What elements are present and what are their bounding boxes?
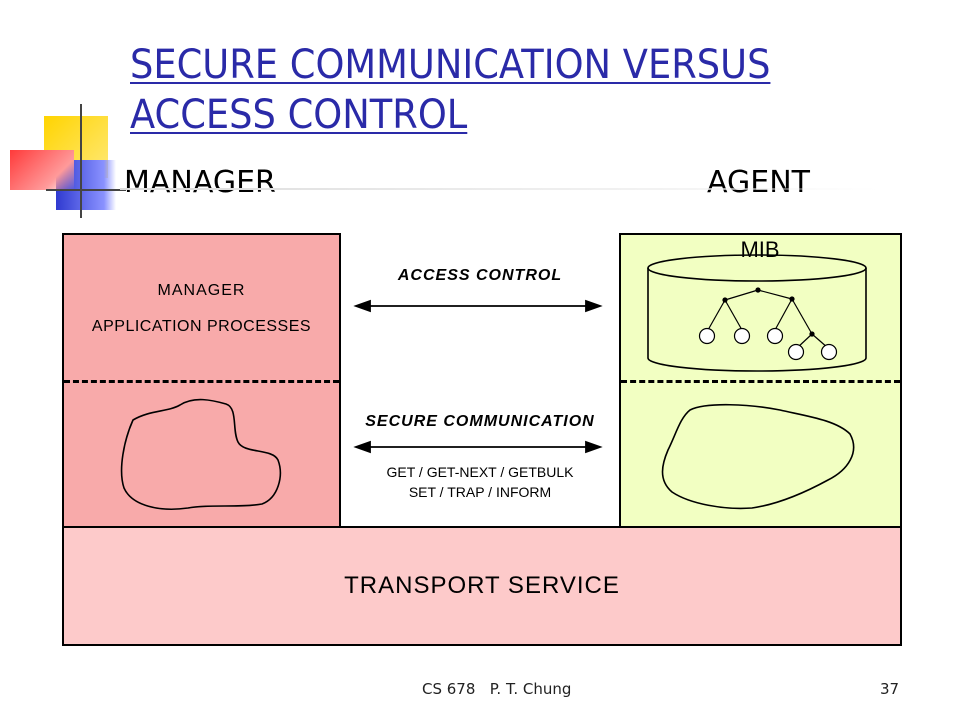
access-control-arrow xyxy=(353,299,603,313)
header-rule xyxy=(120,188,880,190)
access-control-label: ACCESS CONTROL xyxy=(397,267,563,284)
secure-communication-arrow xyxy=(353,440,603,454)
decor-horizontal-line xyxy=(46,189,126,191)
agent-header: AGENT xyxy=(707,165,810,200)
agent-process-blob xyxy=(661,403,855,510)
slide-title: SECURE COMMUNICATION VERSUS ACCESS CONTR… xyxy=(130,42,771,138)
agent-dashed-divider xyxy=(621,380,900,383)
page-number: 37 xyxy=(880,680,900,698)
transport-box xyxy=(62,526,902,646)
mib-tree xyxy=(698,287,838,361)
footer-course: CS 678 P. T. Chung xyxy=(422,680,572,698)
decor-red-square xyxy=(10,150,74,190)
operations-line1: GET / GET-NEXT / GETBULK xyxy=(386,464,574,480)
mib-label: MIB xyxy=(740,237,780,262)
transport-service-label: TRANSPORT SERVICE xyxy=(344,572,620,599)
secure-communication-label: SECURE COMMUNICATION xyxy=(365,413,595,430)
manager-box-label-line1: MANAGER xyxy=(157,282,246,299)
manager-header: MANAGER xyxy=(124,165,276,200)
manager-process-blob xyxy=(120,398,282,510)
manager-dashed-divider xyxy=(64,380,339,383)
manager-box-label-line2: APPLICATION PROCESSES xyxy=(91,318,312,335)
decor-vertical-line xyxy=(80,104,82,218)
mib-cylinder xyxy=(647,254,867,372)
operations-line2: SET / TRAP / INFORM xyxy=(408,484,552,500)
